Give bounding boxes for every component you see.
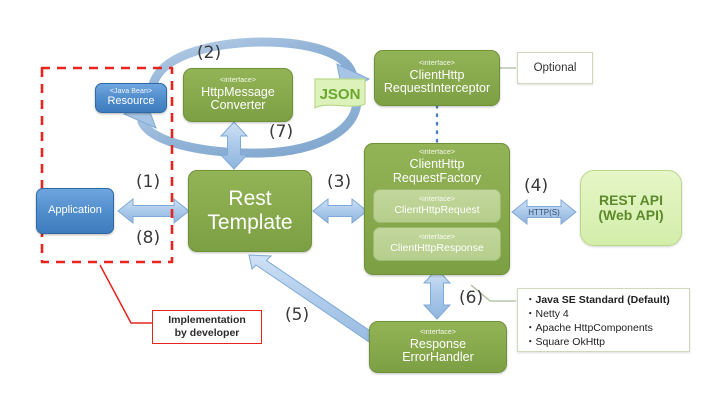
converter-label-line1: HttpMessage xyxy=(201,84,275,99)
arrow-converter-resttemplate xyxy=(219,121,249,170)
node-client-http-request-interceptor[interactable]: <interface> ClientHttp RequestIntercepto… xyxy=(374,50,500,106)
impl-item-1: ・Netty 4 xyxy=(525,307,569,320)
interceptor-stereotype: <interface> xyxy=(418,60,456,68)
impl-item-2: ・Apache HttpComponents xyxy=(525,321,653,334)
step-label-3: (3) xyxy=(327,172,352,192)
step-label-6: (6) xyxy=(459,288,484,308)
converter-label-line2: Converter xyxy=(210,98,266,113)
arrow-requestfactory-restapi xyxy=(511,198,577,226)
arrow-application-resttemplate xyxy=(117,197,190,225)
step-label-5: (5) xyxy=(285,305,310,325)
client-http-request-label: ClientHttpRequest xyxy=(394,203,480,216)
node-json[interactable]: JSON xyxy=(313,76,367,112)
factory-stereotype: <interface> xyxy=(418,149,456,156)
step-label-4: (4) xyxy=(524,176,549,196)
step-label-1: (1) xyxy=(136,172,161,192)
http-protocol-label: HTTP(S) xyxy=(528,207,560,217)
impl-note-line2: by developer xyxy=(174,327,240,339)
node-resource[interactable]: <Java Bean> Resource xyxy=(95,83,167,113)
client-http-request-stereotype: <interface> xyxy=(418,196,456,204)
node-client-http-request[interactable]: <interface> ClientHttpRequest xyxy=(373,189,501,223)
impl-note-line1: Implementation xyxy=(168,313,246,326)
interceptor-label-line1: ClientHttp xyxy=(409,67,465,82)
arrow-response-errorhandler xyxy=(422,268,452,320)
converter-stereotype: <interface> xyxy=(219,77,257,85)
resource-label: Resource xyxy=(107,95,155,108)
node-http-message-converter[interactable]: <interface> HttpMessage Converter xyxy=(183,68,293,122)
factory-implementations-note: ・Java SE Standard (Default) ・Netty 4 ・Ap… xyxy=(517,288,690,352)
step-label-2: (2) xyxy=(197,43,222,63)
client-http-response-stereotype: <interface> xyxy=(418,234,456,242)
rest-api-line2: (Web API) xyxy=(598,207,664,223)
json-flag-shape xyxy=(314,78,366,110)
resource-stereotype: <Java Bean> xyxy=(109,87,153,95)
developer-boundary-leader xyxy=(99,264,153,324)
interceptor-label-line2: RequestInterceptor xyxy=(383,81,491,96)
rest-api-line1: REST API xyxy=(598,191,664,208)
client-http-response-label: ClientHttpResponse xyxy=(390,241,484,254)
factory-label-line2: RequestFactory xyxy=(392,171,482,185)
factory-impl-leader xyxy=(470,284,516,302)
application-label: Application xyxy=(48,204,102,217)
node-rest-api[interactable]: REST API (Web API) xyxy=(580,170,682,246)
node-client-http-response[interactable]: <interface> ClientHttpResponse xyxy=(373,227,501,261)
step-label-8: (8) xyxy=(136,228,161,248)
optional-note: Optional xyxy=(517,52,593,84)
factory-label-line1: ClientHttp xyxy=(409,157,465,171)
rest-template-line2: Template xyxy=(207,211,293,234)
rest-template-line1: Rest xyxy=(228,186,272,210)
step-label-7: (7) xyxy=(269,122,294,142)
arrow-resttemplate-requestfactory xyxy=(312,197,368,225)
node-client-http-request-factory[interactable]: <interface> ClientHttp RequestFactory <i… xyxy=(364,143,510,275)
error-handler-line2: ErrorHandler xyxy=(402,350,474,365)
error-handler-line1: Response xyxy=(409,336,467,351)
error-handler-stereotype: <interface> xyxy=(419,329,457,337)
implementation-by-developer-note: Implementation by developer xyxy=(152,310,262,344)
json-label: JSON xyxy=(319,85,361,103)
impl-item-3: ・Square OkHttp xyxy=(525,335,605,348)
node-application[interactable]: Application xyxy=(36,188,114,234)
impl-item-0: ・Java SE Standard (Default) xyxy=(525,294,670,306)
node-response-error-handler[interactable]: <interface> Response ErrorHandler xyxy=(369,321,507,373)
node-rest-template[interactable]: Rest Template xyxy=(188,170,312,252)
